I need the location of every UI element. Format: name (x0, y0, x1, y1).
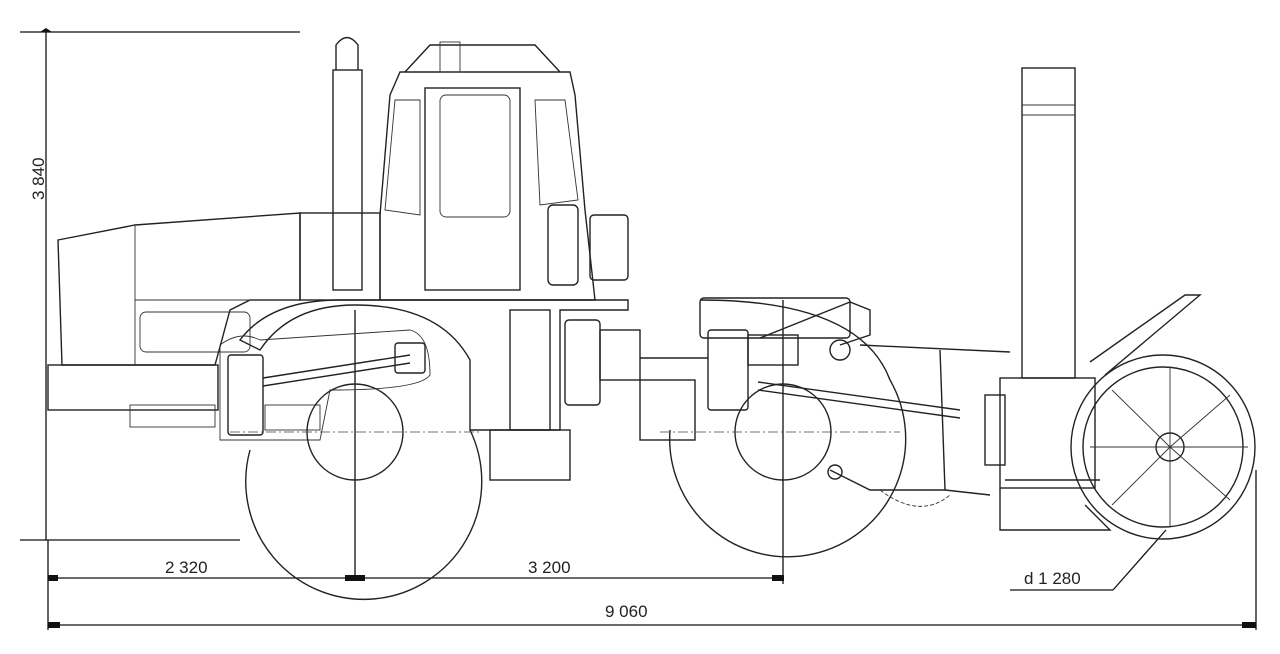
rear-overhang-label: 2 320 (165, 558, 208, 577)
snow-blower (984, 67, 1256, 540)
overall-length-label: 9 060 (605, 602, 648, 621)
rotor-diameter-label: d 1 280 (1024, 569, 1081, 588)
rotor-spokes (1090, 367, 1248, 527)
wheelbase-label: 3 200 (528, 558, 571, 577)
wheelbase-dimension: 2 320 3 200 (47, 300, 784, 630)
tractor (47, 36, 1011, 507)
overall-length-dimension: 9 060 (48, 470, 1257, 630)
height-dimension: 3 840 (20, 28, 300, 541)
rear-wheel (230, 383, 483, 601)
height-label: 3 840 (29, 157, 48, 200)
front-wheel (660, 299, 907, 558)
rotor-diameter-callout: d 1 280 (1010, 529, 1167, 591)
